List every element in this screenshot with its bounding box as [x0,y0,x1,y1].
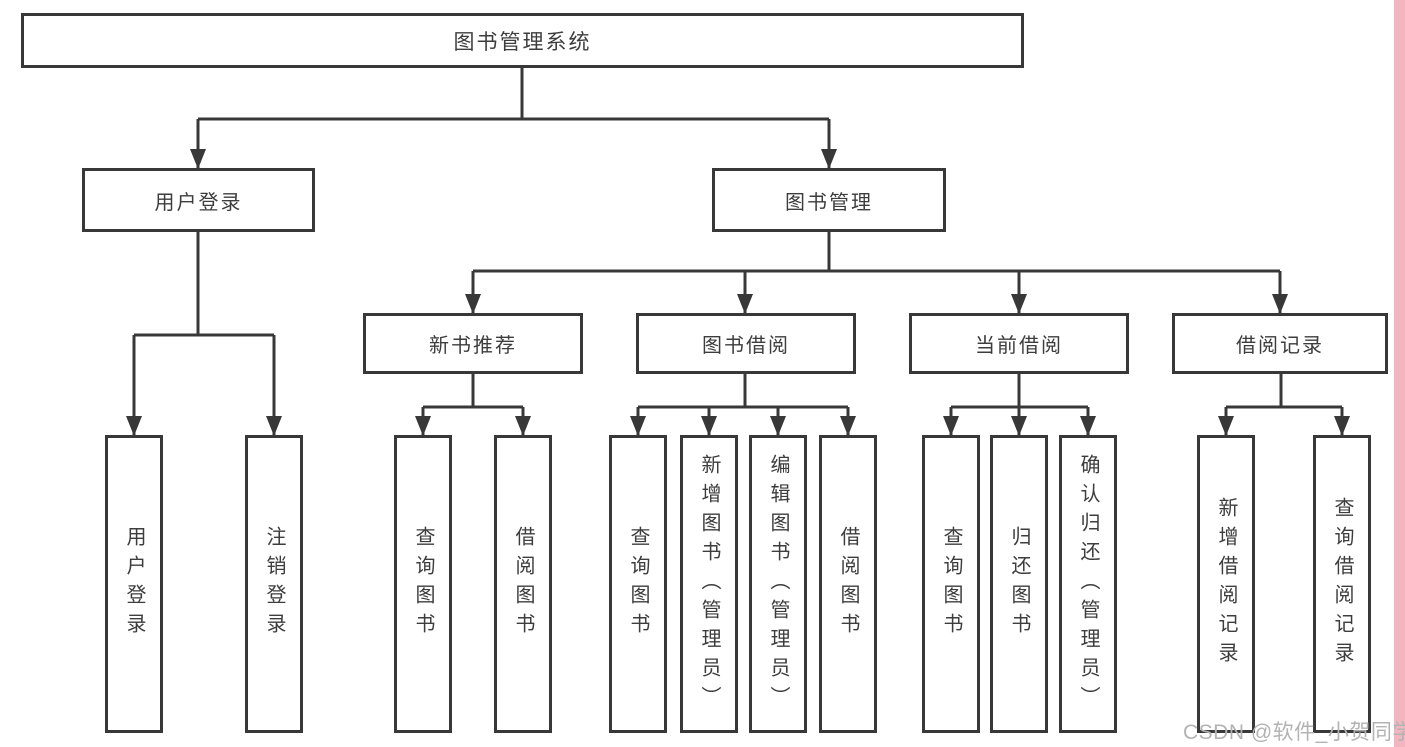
node-label: 新增借阅记录 [1215,497,1237,671]
node-label: 新增图书（管理员） [698,453,720,715]
leaf-query-books-borrowing: 查询图书 [609,435,667,733]
node-current-borrowing: 当前借阅 [909,313,1129,374]
node-label: 查询借阅记录 [1331,497,1353,671]
csdn-watermark: CSDN @软件_小贺同学 [1183,721,1405,744]
leaf-user-login: 用户登录 [105,435,163,733]
node-label: 查询图书 [627,526,649,642]
node-label: 新书推荐 [429,335,517,357]
leaf-query-borrow-record: 查询借阅记录 [1313,435,1371,733]
leaf-edit-books-admin: 编辑图书（管理员） [749,435,807,733]
leaf-add-books-admin: 新增图书（管理员） [680,435,738,733]
node-label: 借阅记录 [1236,335,1324,357]
leaf-borrow-books-recommend: 借阅图书 [494,435,552,733]
node-user-login: 用户登录 [82,168,315,232]
node-label: 借阅图书 [512,526,534,642]
node-label: 编辑图书（管理员） [767,453,789,715]
tree-branch-lines [134,68,1342,409]
node-book-borrowing: 图书借阅 [636,313,856,374]
leaf-query-books-recommend: 查询图书 [394,435,452,733]
node-borrowing-records: 借阅记录 [1172,313,1388,374]
node-label: 图书管理系统 [453,30,592,54]
node-book-management: 图书管理 [712,168,946,232]
node-label: 查询图书 [412,526,434,642]
leaf-logout: 注销登录 [245,435,303,733]
node-label: 注销登录 [263,526,285,642]
node-label: 归还图书 [1008,526,1030,642]
node-library-management-system: 图书管理系统 [21,13,1024,68]
leaf-return-books: 归还图书 [990,435,1048,733]
node-label: 用户登录 [154,191,243,214]
leaf-add-borrow-record: 新增借阅记录 [1197,435,1255,733]
node-label: 查询图书 [940,526,962,642]
node-new-book-recommendation: 新书推荐 [363,313,583,374]
leaf-confirm-return-admin: 确认归还（管理员） [1059,435,1117,733]
node-label: 当前借阅 [975,335,1063,357]
leaf-borrow-books: 借阅图书 [819,435,877,733]
node-label: 确认归还（管理员） [1077,453,1099,715]
node-label: 借阅图书 [837,526,859,642]
tree-arrow-lines [126,119,1350,436]
node-label: 图书管理 [785,191,873,214]
node-label: 图书借阅 [702,335,790,357]
leaf-query-books-current: 查询图书 [922,435,980,733]
node-label: 用户登录 [123,526,145,642]
right-edge-pink-strip [1394,0,1405,747]
